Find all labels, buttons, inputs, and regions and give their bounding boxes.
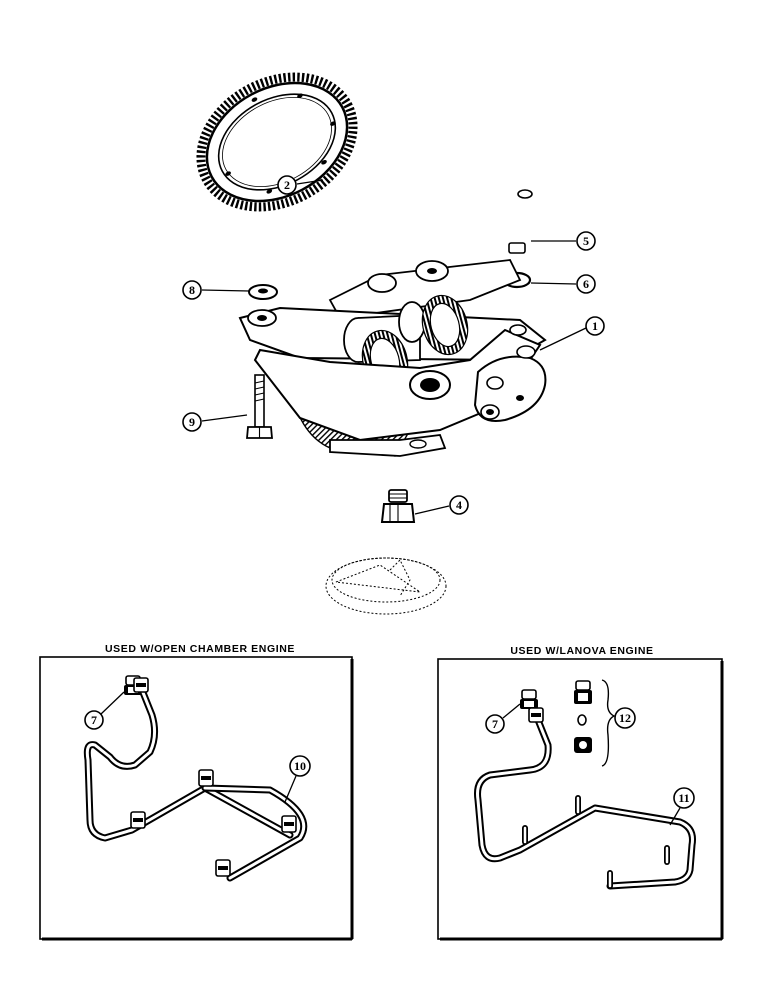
cap-screw-part-9 (246, 374, 273, 439)
leader-8 (201, 289, 250, 292)
oil-pump-body-part-1 (238, 259, 547, 457)
callout-2: 2 (277, 175, 297, 195)
leader-11 (669, 807, 681, 826)
ring-gear-part-2 (196, 72, 358, 212)
svg-text:7: 7 (492, 717, 498, 731)
leader-7-right (502, 703, 521, 719)
leader-6 (530, 282, 577, 285)
svg-text:10: 10 (294, 759, 306, 773)
svg-text:8: 8 (189, 283, 195, 297)
svg-text:4: 4 (456, 498, 462, 512)
injector-line-part-11 (474, 707, 696, 890)
connector-part-7-right (520, 689, 538, 709)
tube-fitting-part-5 (508, 189, 533, 254)
callout-1: 1 (585, 316, 605, 336)
leader-1 (539, 327, 587, 351)
washer-part-8 (248, 284, 278, 300)
callout-12: 12 (614, 707, 636, 729)
callout-6: 6 (576, 274, 596, 294)
svg-text:5: 5 (583, 234, 589, 248)
fitting-kit-part-12 (574, 679, 616, 767)
callout-4: 4 (449, 495, 469, 515)
injector-line-part-10 (83, 677, 308, 882)
svg-text:9: 9 (189, 415, 195, 429)
callout-7-right: 7 (485, 714, 505, 734)
leader-9 (201, 414, 248, 422)
callout-9: 9 (182, 412, 202, 432)
pump-screen-phantom (325, 557, 447, 615)
left-panel-title: USED W/OPEN CHAMBER ENGINE (105, 643, 295, 655)
callout-11: 11 (673, 787, 695, 809)
callout-5: 5 (576, 231, 596, 251)
open-chamber-panel: USED W/OPEN CHAMBER ENGINE (39, 643, 354, 941)
lanova-panel: USED W/LANOVA ENGINE (437, 645, 724, 941)
svg-text:2: 2 (284, 178, 290, 192)
leader-7-left (100, 691, 125, 715)
svg-text:1: 1 (592, 319, 598, 333)
leader-10 (284, 775, 297, 803)
leader-2 (296, 179, 324, 185)
leader-4 (414, 505, 450, 515)
right-panel-title: USED W/LANOVA ENGINE (510, 645, 653, 657)
svg-text:11: 11 (678, 791, 689, 805)
svg-text:7: 7 (91, 713, 97, 727)
callout-10: 10 (289, 755, 311, 777)
svg-text:12: 12 (619, 711, 631, 725)
svg-text:6: 6 (583, 277, 589, 291)
plug-fitting-part-4 (380, 489, 416, 523)
callout-8: 8 (182, 280, 202, 300)
callout-7-left: 7 (84, 710, 104, 730)
